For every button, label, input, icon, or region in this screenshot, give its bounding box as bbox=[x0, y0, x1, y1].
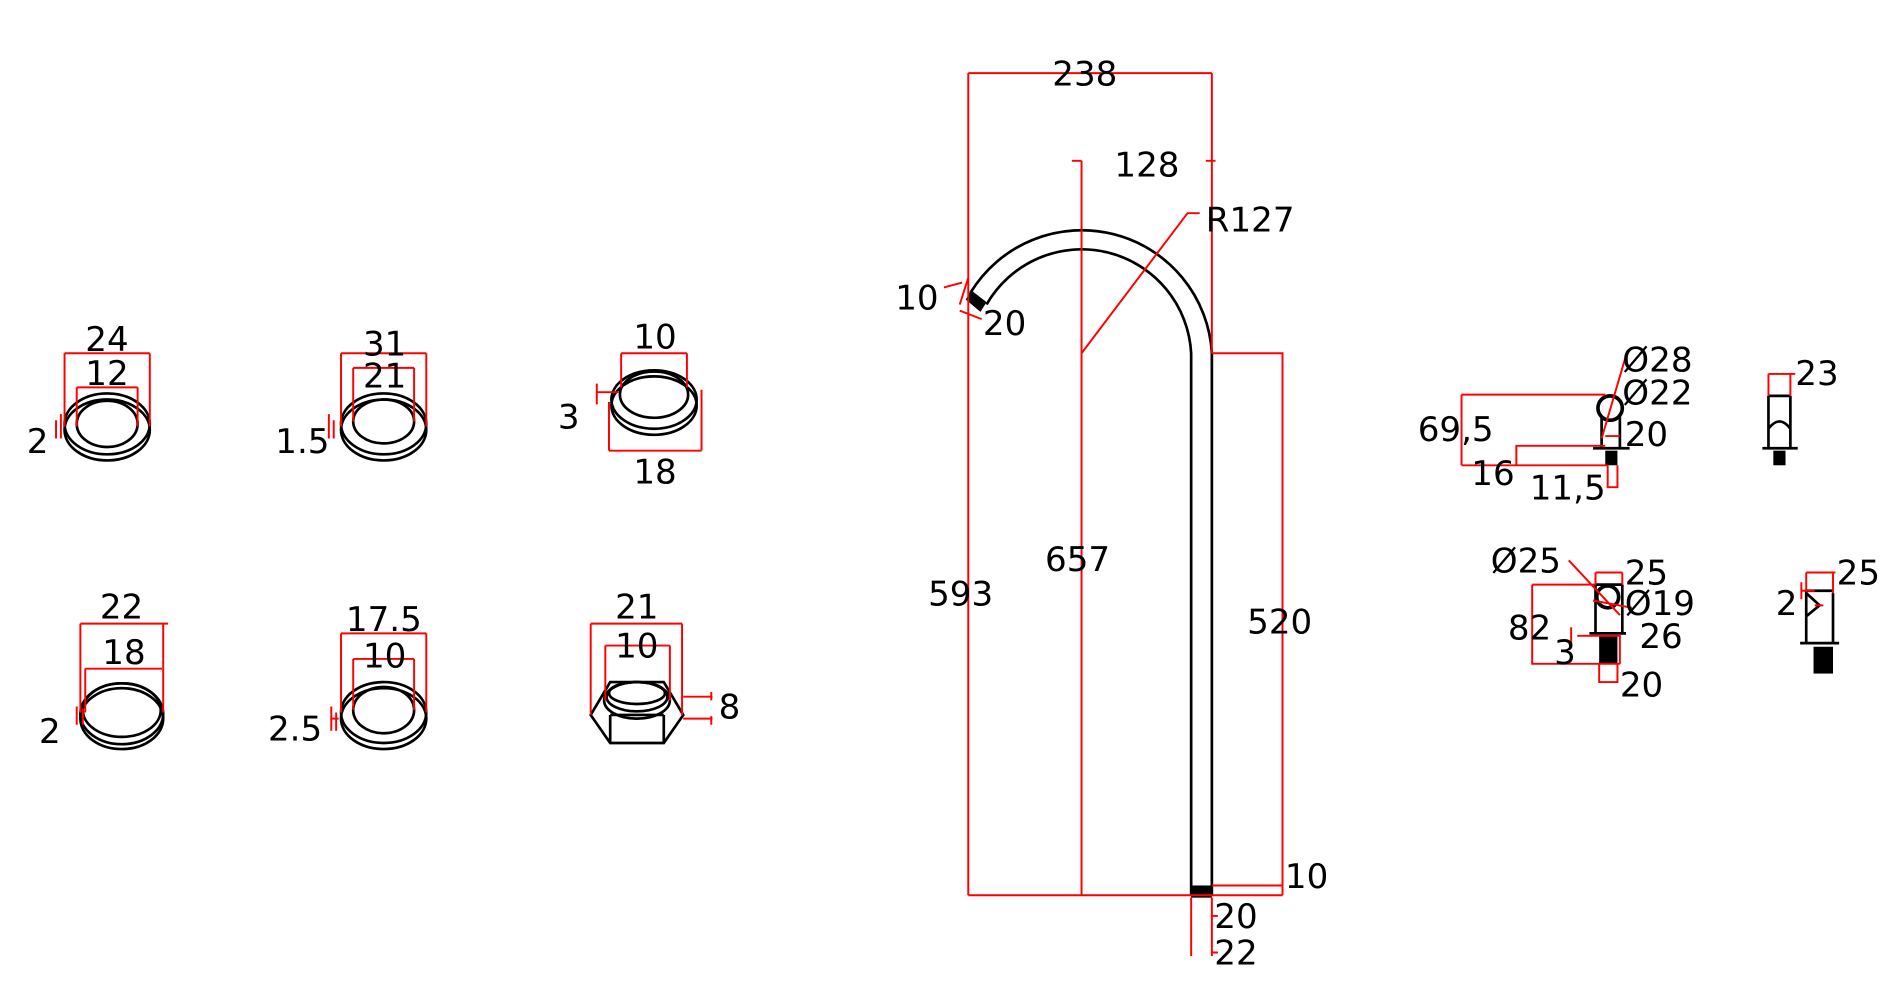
dim-spout-tip-d: 20 bbox=[983, 304, 1026, 344]
dim-hex-inner: 10 bbox=[615, 627, 658, 667]
dim-part-a-b: 11,5 bbox=[1530, 468, 1606, 508]
dim-part-d-t: 2 bbox=[1776, 584, 1798, 624]
dim-ring5-inner: 10 bbox=[363, 636, 406, 676]
dim-spout-base: 10 bbox=[1285, 857, 1328, 897]
dim-part-b-w: 23 bbox=[1795, 354, 1838, 394]
dim-spout-base-d2: 22 bbox=[1214, 934, 1257, 974]
dim-ring2-thickness: 1.5 bbox=[275, 422, 329, 462]
dim-ring2-inner: 21 bbox=[363, 356, 406, 396]
part-d: 2 25 bbox=[1776, 554, 1880, 674]
dim-part-c-base: 20 bbox=[1620, 666, 1663, 706]
spout: 238 128 R127 10 20 593 657 520 10 20 22 bbox=[895, 54, 1328, 973]
dim-ring2-outer: 31 bbox=[363, 325, 406, 365]
dim-part-c-h: 26 bbox=[1639, 617, 1682, 657]
dim-spout-offset: 128 bbox=[1114, 146, 1179, 186]
dim-spout-base-d1: 20 bbox=[1214, 897, 1257, 937]
dim-spout-tip-w: 10 bbox=[895, 278, 938, 318]
dim-ring3-top: 10 bbox=[633, 317, 676, 357]
dim-part-c-d2: Ø19 bbox=[1625, 584, 1695, 624]
dim-part-a-len: 69,5 bbox=[1418, 410, 1494, 450]
dim-part-a-h: 20 bbox=[1625, 415, 1668, 455]
ring-4: 22 18 2 bbox=[39, 588, 169, 752]
hex-nut: 21 10 8 bbox=[589, 588, 741, 745]
ring-2: 31 21 1.5 bbox=[275, 325, 428, 462]
dim-ring1-outer: 24 bbox=[85, 320, 128, 360]
part-a: Ø28 Ø22 20 69,5 16 11,5 bbox=[1418, 341, 1693, 509]
part-b: 23 bbox=[1762, 354, 1839, 466]
dim-part-c-w: 25 bbox=[1625, 554, 1668, 594]
dim-part-c-t: 3 bbox=[1554, 633, 1576, 673]
dim-spout-width: 238 bbox=[1052, 54, 1117, 94]
dim-ring4-inner: 18 bbox=[102, 633, 145, 673]
dim-part-c-d1: Ø25 bbox=[1491, 541, 1561, 581]
ring-3: 10 18 3 bbox=[558, 317, 703, 493]
dim-ring5-outer: 17.5 bbox=[346, 600, 422, 640]
dim-ring3-bottom: 18 bbox=[633, 453, 676, 493]
dim-ring3-thickness: 3 bbox=[558, 398, 580, 438]
dim-part-a-d1: Ø28 bbox=[1622, 341, 1692, 381]
part-c: Ø25 25 Ø19 82 3 26 20 bbox=[1491, 541, 1695, 705]
dim-ring5-thickness: 2.5 bbox=[268, 710, 322, 750]
dim-spout-radius: R127 bbox=[1206, 200, 1295, 240]
dim-hex-outer: 21 bbox=[615, 588, 658, 628]
dim-part-d-w: 25 bbox=[1837, 554, 1880, 594]
ring-5: 17.5 10 2.5 bbox=[268, 600, 428, 751]
dim-ring1-inner: 12 bbox=[85, 354, 128, 394]
dim-spout-left-height: 593 bbox=[928, 574, 993, 614]
dim-ring1-thickness: 2 bbox=[27, 422, 49, 462]
dim-spout-center-height: 657 bbox=[1045, 540, 1110, 580]
dim-part-a-a: 16 bbox=[1471, 454, 1514, 494]
ring-1: 24 12 2 bbox=[27, 320, 152, 462]
dim-spout-straight: 520 bbox=[1247, 602, 1312, 642]
dim-ring4-outer: 22 bbox=[100, 588, 143, 628]
dim-hex-height: 8 bbox=[719, 688, 741, 728]
dim-ring4-thickness: 2 bbox=[39, 712, 61, 752]
dim-part-c-len: 82 bbox=[1508, 608, 1551, 648]
dim-part-a-d2: Ø22 bbox=[1622, 373, 1692, 413]
